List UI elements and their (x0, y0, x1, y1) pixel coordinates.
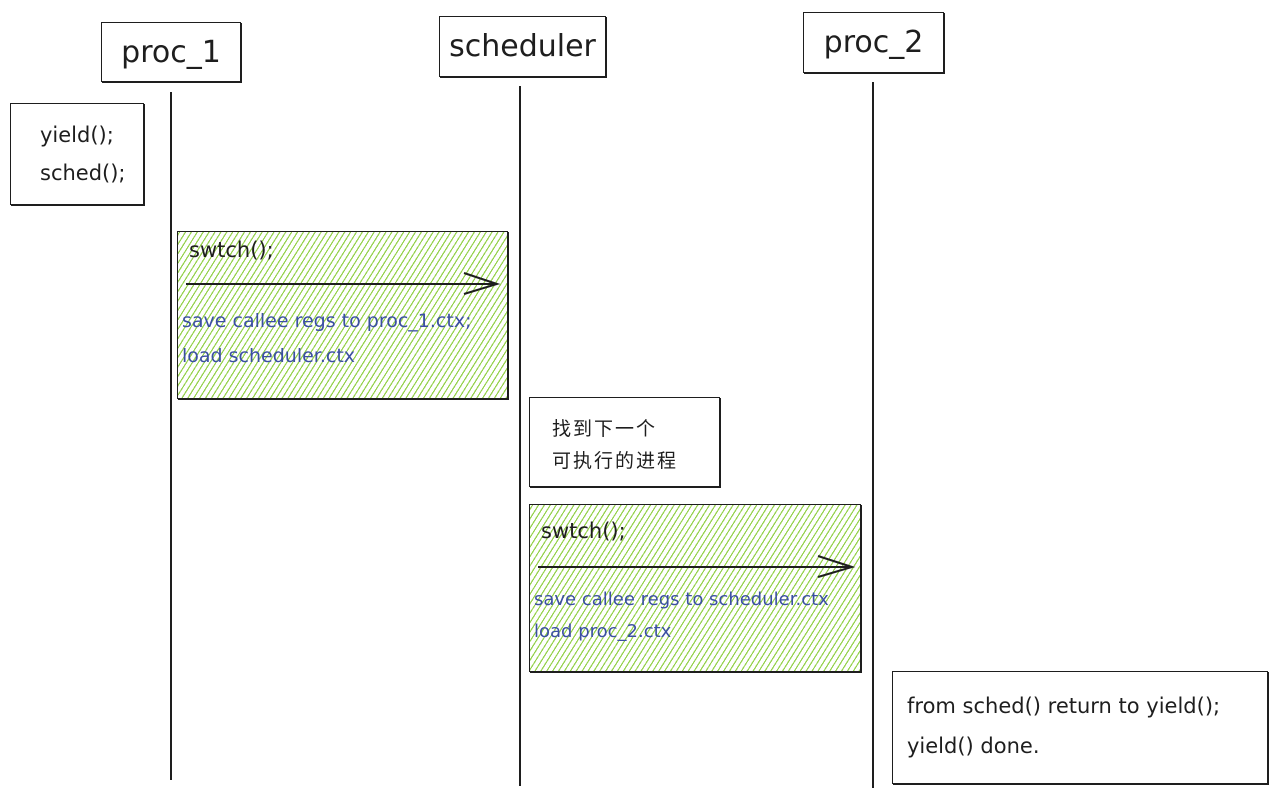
swtch-block-2: swtch(); save callee regs to scheduler.c… (529, 504, 861, 672)
swtch-2-arrow (538, 555, 856, 578)
note-line-yield: yield(); (40, 123, 114, 147)
participant-scheduler: scheduler (439, 16, 606, 77)
swtch-1-line-save: save callee regs to proc_1.ctx; (182, 310, 472, 332)
participant-proc1: proc_1 (101, 22, 241, 82)
return-line-1: from sched() return to yield(); (907, 694, 1221, 718)
swtch-2-arrow-head (817, 555, 856, 578)
proc1-calls-note: yield(); sched(); (10, 103, 144, 205)
lifeline-scheduler (519, 86, 521, 786)
find-next-note: 找到下一个 可执行的进程 (529, 397, 720, 487)
swtch-block-1: swtch(); save callee regs to proc_1.ctx;… (177, 231, 508, 399)
swtch-1-line-load: load scheduler.ctx (182, 345, 356, 367)
participant-proc1-label: proc_1 (121, 34, 221, 70)
swtch-2-line-save: save callee regs to scheduler.ctx (534, 589, 829, 610)
lifeline-proc2 (872, 82, 874, 788)
swtch-1-arrow (186, 272, 501, 295)
return-note: from sched() return to yield(); yield() … (892, 671, 1268, 784)
swtch-2-title: swtch(); (541, 519, 626, 543)
note-line-sched: sched(); (40, 161, 126, 185)
find-next-line-2: 可执行的进程 (552, 450, 679, 472)
return-line-2: yield() done. (907, 734, 1040, 758)
swtch-1-title: swtch(); (189, 238, 274, 262)
participant-proc2-label: proc_2 (823, 25, 924, 60)
participant-scheduler-label: scheduler (449, 29, 596, 64)
participant-proc2: proc_2 (803, 12, 944, 73)
lifeline-proc1 (170, 92, 172, 780)
swtch-1-arrow-head (463, 272, 501, 295)
find-next-line-1: 找到下一个 (552, 418, 658, 440)
swtch-2-line-load: load proc_2.ctx (534, 621, 672, 642)
